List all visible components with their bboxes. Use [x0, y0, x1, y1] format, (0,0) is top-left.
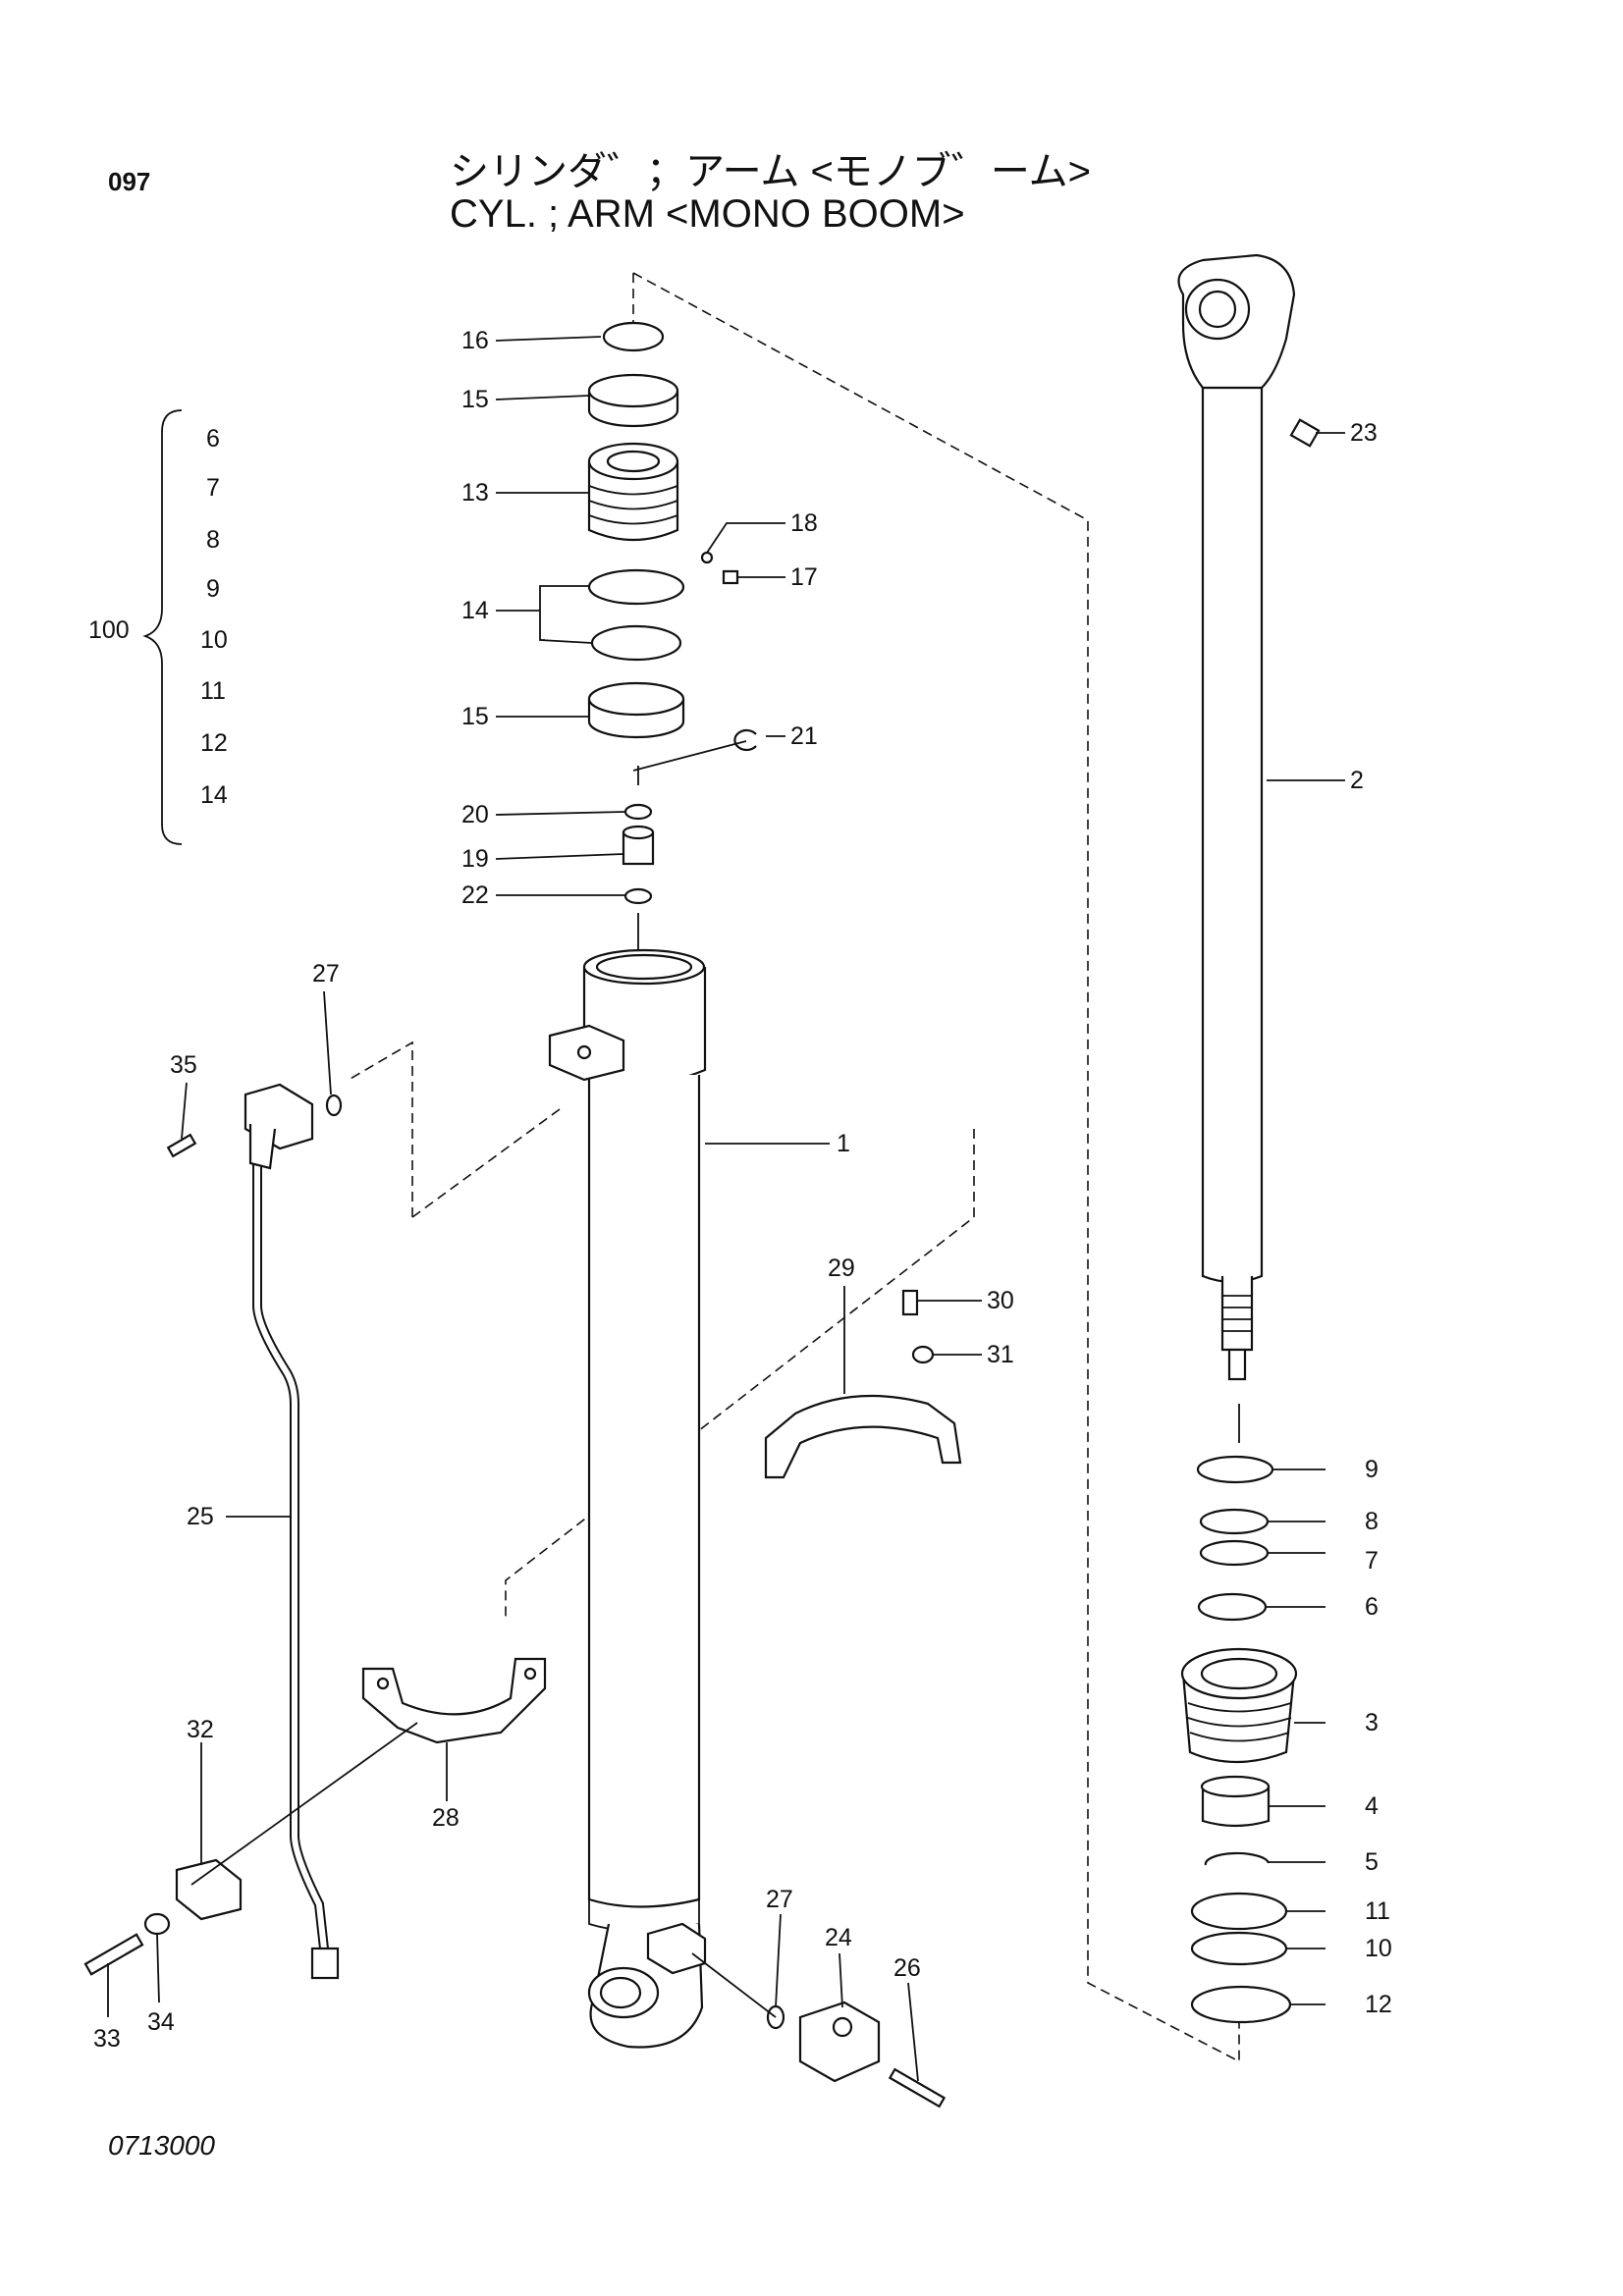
callout: 10	[1365, 1935, 1392, 1962]
callout: 23	[1350, 419, 1378, 447]
washer	[911, 1345, 935, 1364]
callout-labels: 16 15 13 14 15 20 19 22 18 17 21 1 2 23 …	[93, 327, 1392, 2053]
kit-item: 7	[206, 474, 220, 502]
callout: 5	[1365, 1848, 1379, 1876]
cylinder-tube	[548, 948, 707, 2049]
bolt	[901, 1289, 919, 1316]
callout: 25	[187, 1503, 214, 1530]
callout: 35	[170, 1051, 197, 1079]
callout: 19	[461, 845, 489, 873]
title-english: CYL. ; ARM <MONO BOOM>	[450, 192, 965, 236]
pipe-flange	[243, 1083, 314, 1170]
callout: 12	[1365, 1991, 1392, 2018]
backup-ring	[1190, 1931, 1288, 1966]
drawing-code: 0713000	[108, 2130, 216, 2161]
kit-item: 11	[200, 677, 226, 705]
leader-lines	[107, 336, 1345, 2082]
set-screw	[722, 569, 739, 585]
callout: 26	[893, 1954, 921, 1982]
seal-ring	[1199, 1508, 1270, 1535]
page-number: 097	[108, 167, 151, 196]
o-ring-small	[325, 1094, 343, 1117]
callout: 8	[1365, 1508, 1379, 1535]
o-ring	[1190, 1985, 1292, 2024]
callout: 28	[432, 1804, 460, 1832]
callout: 33	[93, 2025, 121, 2053]
callout: 18	[790, 509, 818, 537]
o-ring	[602, 321, 665, 352]
bolt	[83, 1933, 144, 1976]
callout: 15	[461, 386, 489, 413]
callout: 30	[987, 1287, 1014, 1314]
callout: 11	[1365, 1897, 1390, 1925]
steel-ball	[700, 551, 714, 564]
callout: 31	[987, 1341, 1014, 1368]
nut	[1200, 1775, 1271, 1828]
callout: 4	[1365, 1792, 1379, 1820]
grease-fitting	[1289, 418, 1321, 448]
callout: 14	[461, 597, 489, 624]
callout: 6	[1365, 1593, 1379, 1621]
seal-ring	[1190, 1892, 1288, 1931]
title-japanese: シリンダ゛；アーム <モノブ゛ーム>	[450, 150, 1092, 193]
callout: 22	[461, 881, 489, 909]
callout: 29	[828, 1255, 855, 1282]
hydraulic-pipe-core	[254, 1163, 327, 1949]
callout: 34	[147, 2008, 175, 2036]
bolt	[166, 1133, 197, 1158]
callout: 16	[461, 327, 489, 354]
callout: 7	[1365, 1547, 1379, 1575]
callout: 15	[461, 703, 489, 730]
callout: 3	[1365, 1709, 1379, 1736]
kit-item: 6	[206, 425, 220, 453]
snap-ring	[733, 728, 757, 752]
clamp-upper	[764, 1394, 962, 1479]
port-block	[798, 2001, 881, 2083]
kit-item: 9	[206, 575, 220, 603]
bushing	[622, 825, 655, 866]
callout: 20	[461, 801, 489, 828]
callout: 13	[461, 479, 489, 507]
kit-item: 14	[200, 781, 228, 809]
kit-item: 12	[200, 729, 228, 757]
callout: 9	[1365, 1456, 1379, 1483]
wear-ring	[587, 373, 679, 428]
seal-kit-bracket: 100 6 7 8 9 10 11 12 14	[88, 409, 228, 845]
callout: 24	[825, 1924, 852, 1951]
kit-item: 8	[206, 526, 220, 554]
clamp-block	[175, 1858, 243, 1921]
seal-ring	[590, 624, 682, 662]
callout: 27	[312, 960, 340, 988]
o-ring-small	[623, 887, 653, 905]
assembly-line	[691, 1952, 777, 2018]
slide-ring	[1196, 1455, 1274, 1484]
bolt	[888, 2067, 947, 2109]
pipe-fitting-nut	[310, 1947, 340, 1980]
retaining-ring	[1204, 1851, 1271, 1866]
callout: 27	[766, 1886, 793, 1913]
kit-label: 100	[88, 616, 130, 644]
backup-ring	[1199, 1539, 1270, 1567]
o-ring	[1197, 1592, 1268, 1622]
assembly-lines	[348, 272, 1240, 2063]
callout: 21	[790, 722, 818, 750]
callout: 2	[1350, 767, 1364, 794]
o-ring-small	[623, 803, 653, 821]
wear-ring	[587, 681, 685, 739]
callout: 32	[187, 1716, 214, 1743]
backup-ring	[587, 568, 685, 606]
cylinder-head	[587, 442, 679, 542]
clamp-lower	[361, 1657, 547, 1744]
kit-item: 10	[200, 626, 228, 654]
piston-rod	[1177, 253, 1296, 1381]
callout: 1	[837, 1130, 850, 1157]
assembly-line	[190, 1722, 418, 1886]
washer	[143, 1912, 171, 1936]
piston	[1180, 1647, 1298, 1764]
callout: 17	[790, 563, 818, 591]
